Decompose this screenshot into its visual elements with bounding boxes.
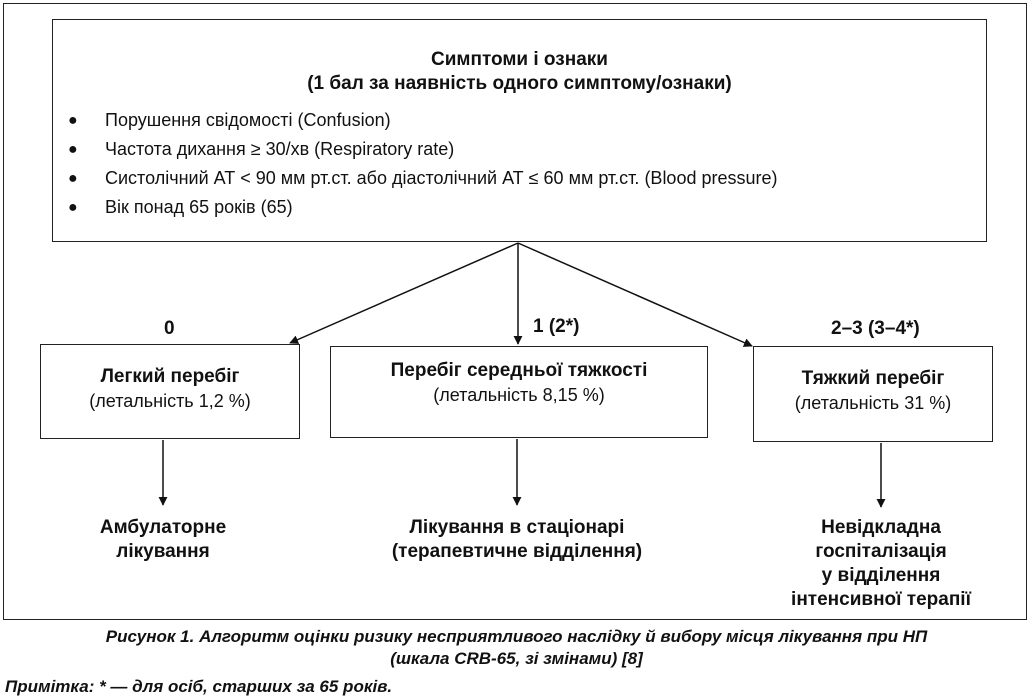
- criterion-label: Систолічний АТ < 90 мм рт.ст. або діасто…: [105, 168, 778, 188]
- severe-course-name: Тяжкий перебіг: [801, 368, 945, 389]
- figure-caption: Рисунок 1. Алгоритм оцінки ризику неспри…: [0, 626, 1033, 670]
- criterion-confusion: ● Порушення свідомості (Confusion): [53, 106, 986, 135]
- figure-frame: [3, 3, 1027, 620]
- destination-line: госпіталізація: [815, 541, 947, 562]
- bullet-icon: ●: [68, 112, 78, 129]
- destination-line: (терапевтичне відділення): [391, 541, 643, 562]
- bullet-icon: ●: [68, 199, 78, 216]
- bullet-icon: ●: [68, 170, 78, 187]
- criterion-label: Вік понад 65 років (65): [105, 197, 293, 217]
- caption-line2: (шкала CRB-65, зі змінами) [8]: [390, 649, 643, 668]
- symptoms-title: Симптоми і ознаки (1 бал за наявність од…: [53, 48, 986, 96]
- symptoms-box: Симптоми і ознаки (1 бал за наявність од…: [52, 19, 987, 242]
- destination-line: у відділення: [821, 565, 941, 586]
- arrow-to-mild: [289, 242, 519, 344]
- criteria-list: ● Порушення свідомості (Confusion) ● Часто…: [53, 106, 986, 222]
- score-moderate: 1 (2*): [533, 316, 580, 337]
- destination-line: Амбулаторне: [99, 517, 227, 538]
- criterion-respiratory-rate: ● Частота дихання ≥ 30/хв (Respiratory ra…: [53, 135, 986, 164]
- criterion-blood-pressure: ● Систолічний АТ < 90 мм рт.ст. або діаст…: [53, 164, 986, 193]
- symptoms-title-line2: (1 бал за наявність одного симптому/озна…: [307, 73, 732, 94]
- moderate-course-box: Перебіг середньої тяжкості (летальність …: [330, 346, 708, 438]
- destination-mild: Амбулаторне лікування: [78, 516, 248, 564]
- bullet-icon: ●: [68, 141, 78, 158]
- destination-line: лікування: [116, 541, 210, 562]
- destination-line: інтенсивної терапії: [791, 589, 971, 610]
- criterion-age: ● Вік понад 65 років (65): [53, 193, 986, 222]
- destination-line: Лікування в стаціонарі: [409, 517, 625, 538]
- mild-course-box: Легкий перебіг (летальність 1,2 %): [40, 344, 300, 439]
- moderate-course-name: Перебіг середньої тяжкості: [390, 360, 648, 381]
- footnote: Примітка: * — для осіб, старших за 65 ро…: [5, 677, 393, 696]
- score-severe: 2–3 (3–4*): [831, 318, 920, 339]
- moderate-course-mortality: (летальність 8,15 %): [433, 385, 605, 405]
- score-mild: 0: [164, 318, 175, 339]
- criterion-label: Частота дихання ≥ 30/хв (Respiratory rat…: [105, 139, 455, 159]
- symptoms-title-line1: Симптоми і ознаки: [431, 49, 608, 70]
- severe-course-mortality: (летальність 31 %): [794, 393, 952, 413]
- caption-line1: Рисунок 1. Алгоритм оцінки ризику неспри…: [105, 627, 928, 646]
- destination-moderate: Лікування в стаціонарі (терапевтичне від…: [357, 516, 677, 564]
- mild-course-mortality: (летальність 1,2 %): [89, 391, 251, 411]
- mild-course-name: Легкий перебіг: [100, 366, 240, 387]
- destination-severe: Невідкладна госпіталізація у відділення …: [771, 516, 991, 612]
- arrow-to-severe: [517, 242, 753, 347]
- severe-course-box: Тяжкий перебіг (летальність 31 %): [753, 346, 993, 442]
- criterion-label: Порушення свідомості (Confusion): [105, 110, 391, 130]
- destination-line: Невідкладна: [821, 517, 941, 538]
